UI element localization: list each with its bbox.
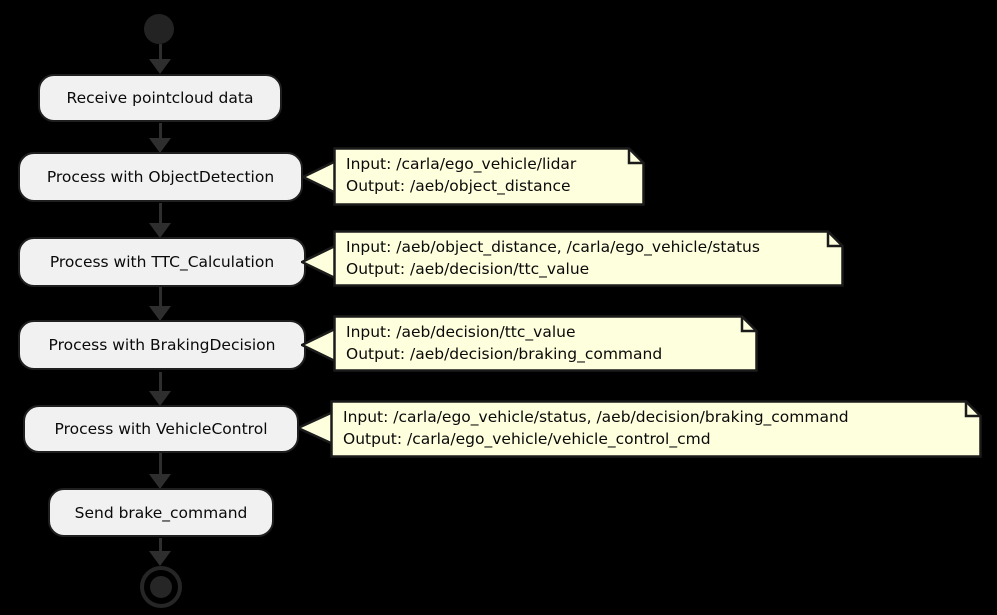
note-line: Input: /aeb/object_distance, /carla/ego_… <box>346 238 760 256</box>
note-line: Input: /carla/ego_vehicle/lidar <box>346 155 577 173</box>
note-object-detection-io: Input: /carla/ego_vehicle/lidar Output: … <box>333 147 645 206</box>
flow-arrow-icon <box>149 203 171 238</box>
flow-arrow-icon <box>149 538 171 566</box>
note-pointer-icon <box>301 244 335 280</box>
flow-arrow-icon <box>149 44 171 74</box>
note-line: Output: /carla/ego_vehicle/vehicle_contr… <box>343 430 711 448</box>
note-line: Input: /carla/ego_vehicle/status, /aeb/d… <box>343 408 849 426</box>
activity-send-brake-command: Send brake_command <box>48 488 274 537</box>
flow-arrow-icon <box>149 453 171 489</box>
note-shape-icon <box>330 400 982 458</box>
note-shape-icon <box>333 315 758 372</box>
note-line: Output: /aeb/object_distance <box>346 177 571 195</box>
activity-ttc-calculation: Process with TTC_Calculation <box>18 237 306 287</box>
note-pointer-icon <box>297 410 333 446</box>
note-shape-icon <box>333 230 844 287</box>
activity-object-detection: Process with ObjectDetection <box>18 152 303 202</box>
activity-vehicle-control: Process with VehicleControl <box>23 405 299 453</box>
note-vehicle-control-io: Input: /carla/ego_vehicle/status, /aeb/d… <box>330 400 982 458</box>
note-shape-icon <box>333 147 645 206</box>
flow-arrow-icon <box>149 287 171 321</box>
note-pointer-icon <box>302 159 336 195</box>
flow-arrow-icon <box>149 372 171 406</box>
start-node-icon <box>144 14 174 44</box>
activity-receive-pointcloud: Receive pointcloud data <box>38 74 282 122</box>
flow-arrow-icon <box>149 123 171 153</box>
note-line: Output: /aeb/decision/ttc_value <box>346 260 590 278</box>
note-line: Input: /aeb/decision/ttc_value <box>346 323 576 341</box>
note-line: Output: /aeb/decision/braking_command <box>346 345 663 363</box>
end-node-icon <box>140 566 182 608</box>
note-pointer-icon <box>301 327 335 363</box>
end-node-inner-icon <box>150 576 172 598</box>
activity-braking-decision: Process with BrakingDecision <box>18 320 306 370</box>
note-braking-decision-io: Input: /aeb/decision/ttc_value Output: /… <box>333 315 758 372</box>
note-ttc-calculation-io: Input: /aeb/object_distance, /carla/ego_… <box>333 230 844 287</box>
